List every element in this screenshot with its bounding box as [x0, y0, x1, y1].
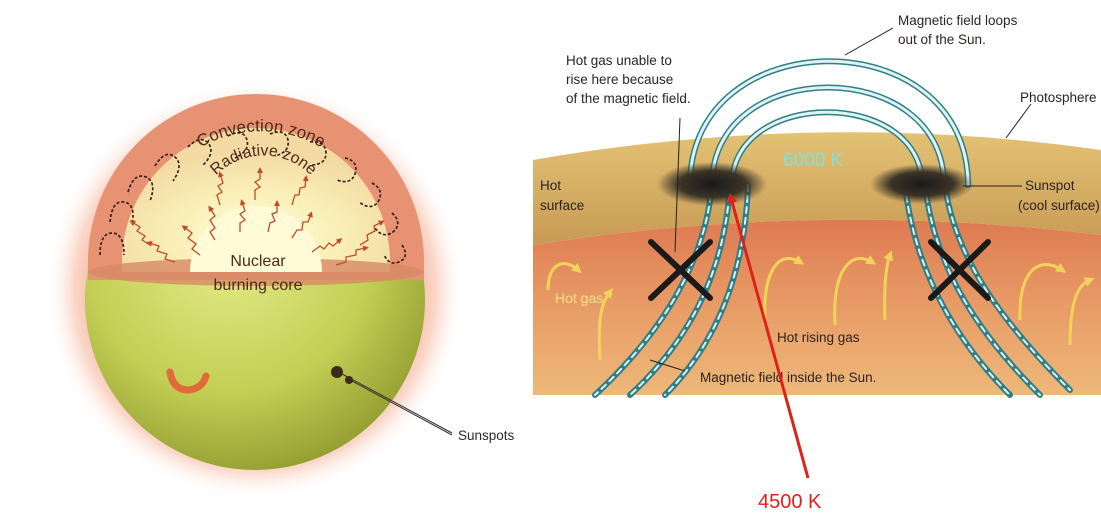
- sunspot-dark-left: [657, 162, 767, 206]
- core-label-line2: burning core: [214, 277, 303, 294]
- loops-label-line2: out of the Sun.: [898, 32, 986, 47]
- sunspots-label: Sunspots: [458, 428, 515, 443]
- sunspot-label-line2: (cool surface): [1018, 198, 1100, 213]
- hot-surface-line2: surface: [540, 198, 584, 213]
- photosphere-label: Photosphere: [1020, 90, 1097, 105]
- sunspot-small-1: [331, 366, 343, 378]
- sunspot-temperature-label: 4500 K: [758, 491, 822, 513]
- hot-surface-line1: Hot: [540, 178, 561, 193]
- surface-temperature-label: 6000 K: [783, 150, 844, 171]
- field-inside-label: Magnetic field inside the Sun.: [700, 370, 876, 385]
- hot-gas-blocked-line2: rise here because: [566, 72, 673, 87]
- sunspot-label-line1: Sunspot: [1025, 178, 1075, 193]
- hot-gas-blocked-line3: of the magnetic field.: [566, 91, 691, 106]
- hot-gas-blocked-line1: Hot gas unable to: [566, 53, 672, 68]
- sunspot-dark-right: [870, 164, 974, 204]
- sun-cutaway-diagram: Convection zone Radiative zone Nuclear b…: [45, 80, 515, 500]
- core-label-line1: Nuclear: [230, 253, 286, 270]
- hot-rising-gas-label: Hot rising gas: [777, 330, 860, 345]
- surface-cross-section-diagram: Magnetic field loops out of the Sun. Hot…: [533, 13, 1101, 395]
- hot-gas-label: Hot gas: [555, 290, 603, 306]
- loops-label-line1: Magnetic field loops: [898, 13, 1018, 28]
